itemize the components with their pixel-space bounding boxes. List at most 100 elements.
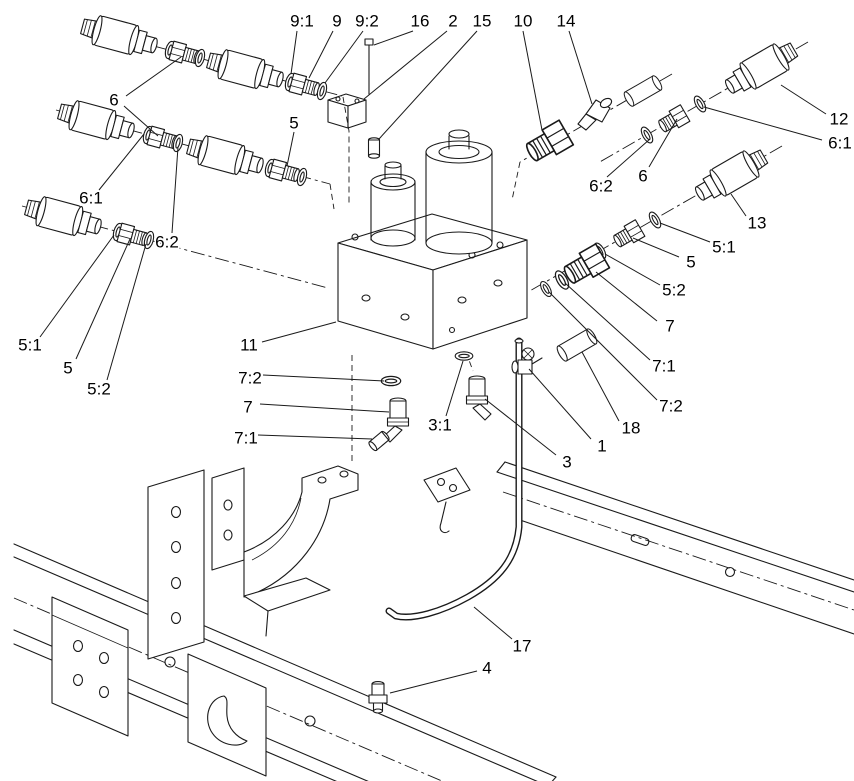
callout-label: 7:2 [238, 369, 262, 388]
callout-label: 14 [557, 12, 576, 31]
hydraulic-fitting [655, 104, 691, 136]
callout-leader [568, 30, 593, 105]
callout-leader [171, 146, 179, 234]
callout-leader [261, 321, 337, 343]
hose-chain-left-3 [21, 192, 329, 289]
callout-label: 5 [63, 359, 72, 378]
callout-leader [659, 222, 711, 243]
quick-coupler [184, 131, 267, 182]
callout-leader [363, 30, 448, 100]
callout-leader [39, 234, 115, 338]
callout-leader [324, 30, 364, 84]
callout-leader [548, 291, 658, 401]
frame-rail-rear [496, 461, 854, 635]
callout-leader [445, 360, 464, 417]
hydraulic-fitting [288, 72, 322, 100]
callout-leader [522, 30, 543, 131]
callout-label: 18 [622, 419, 641, 438]
plug-fitting-4 [368, 681, 388, 714]
hose-chain-top-left-2 [55, 96, 335, 210]
callout-leader [595, 271, 658, 322]
callout-label: 9:1 [290, 12, 314, 31]
callout-leader [98, 133, 145, 191]
callout-label: 15 [473, 12, 492, 31]
quick-coupler [78, 11, 161, 62]
callout-leader [581, 351, 620, 422]
callout-label: 13 [748, 214, 767, 233]
hose-chain-top-left-1 [78, 11, 343, 102]
callout-label: 12 [830, 110, 849, 129]
callout-label: 5 [686, 253, 695, 272]
o-ring [537, 279, 555, 299]
callout-label: 5:2 [87, 380, 111, 399]
callout-label: 7:1 [234, 429, 258, 448]
callout-label: 17 [513, 637, 532, 656]
callout-label: 5:2 [662, 281, 686, 300]
quick-coupler [204, 45, 287, 96]
elbow-fitting-3 [465, 375, 492, 421]
solenoid-cylinder-small [370, 161, 416, 247]
hose-chain-right-1 [597, 35, 809, 164]
elbow-chain-right [511, 73, 673, 201]
callout-leader [75, 238, 131, 360]
frame-plate-cutout [187, 653, 267, 777]
plug-15 [367, 137, 381, 159]
callout-leader [604, 253, 661, 286]
quick-coupler [719, 35, 803, 102]
callout-label: 5:1 [18, 336, 42, 355]
callout-leader [564, 282, 651, 361]
hydraulic-fitting [610, 219, 646, 251]
callout-leader [106, 243, 147, 381]
callout-leader [703, 106, 823, 141]
callout-leader [308, 30, 334, 79]
o-ring [646, 209, 664, 231]
elbow-fitting-14 [577, 95, 614, 131]
callout-label: 9:2 [355, 12, 379, 31]
clamp-bracket [423, 467, 471, 534]
callout-label: 11 [240, 336, 258, 355]
callout-leader [606, 138, 651, 178]
callout-label: 7 [243, 398, 252, 417]
callout-leader [373, 30, 414, 46]
callout-leader [730, 193, 747, 217]
callout-leader [290, 30, 298, 75]
pilot-valve [327, 38, 381, 204]
callout-label: 1 [597, 437, 606, 456]
bottom-fittings [367, 327, 600, 714]
callout-label: 4 [482, 659, 491, 678]
callout-leader [125, 56, 182, 97]
solenoid-cylinder-large [425, 129, 493, 255]
spacer-cylinder [621, 73, 665, 109]
callout-leader [262, 374, 385, 382]
quick-coupler [689, 142, 773, 209]
callout-leader [528, 368, 592, 440]
callout-label: 6:1 [828, 134, 852, 153]
callout-label: 3 [562, 453, 571, 472]
callout-leader [259, 403, 390, 413]
callout-leader [378, 30, 478, 140]
callout-leader [484, 398, 557, 456]
callout-leader [780, 84, 827, 115]
quick-coupler [55, 96, 138, 147]
callout-label: 5 [289, 114, 298, 133]
callout-leader [286, 131, 295, 167]
callout-label: 6 [109, 91, 118, 110]
mounting-bracket [147, 465, 359, 660]
callout-label: 10 [514, 12, 533, 31]
o-ring-7-2 [380, 375, 402, 387]
callout-leader [389, 670, 478, 694]
callout-label: 5:1 [712, 238, 736, 257]
callout-leader [257, 434, 373, 440]
callout-leader [648, 118, 678, 168]
callout-leader [473, 606, 513, 640]
callout-label: 6:2 [589, 177, 613, 196]
callout-label: 2 [448, 12, 457, 31]
callout-label: 6:2 [155, 233, 179, 252]
hydraulic-fitting [268, 158, 302, 186]
callout-label: 6 [638, 167, 647, 186]
callout-label: 7 [665, 317, 674, 336]
callout-label: 3:1 [428, 416, 452, 435]
